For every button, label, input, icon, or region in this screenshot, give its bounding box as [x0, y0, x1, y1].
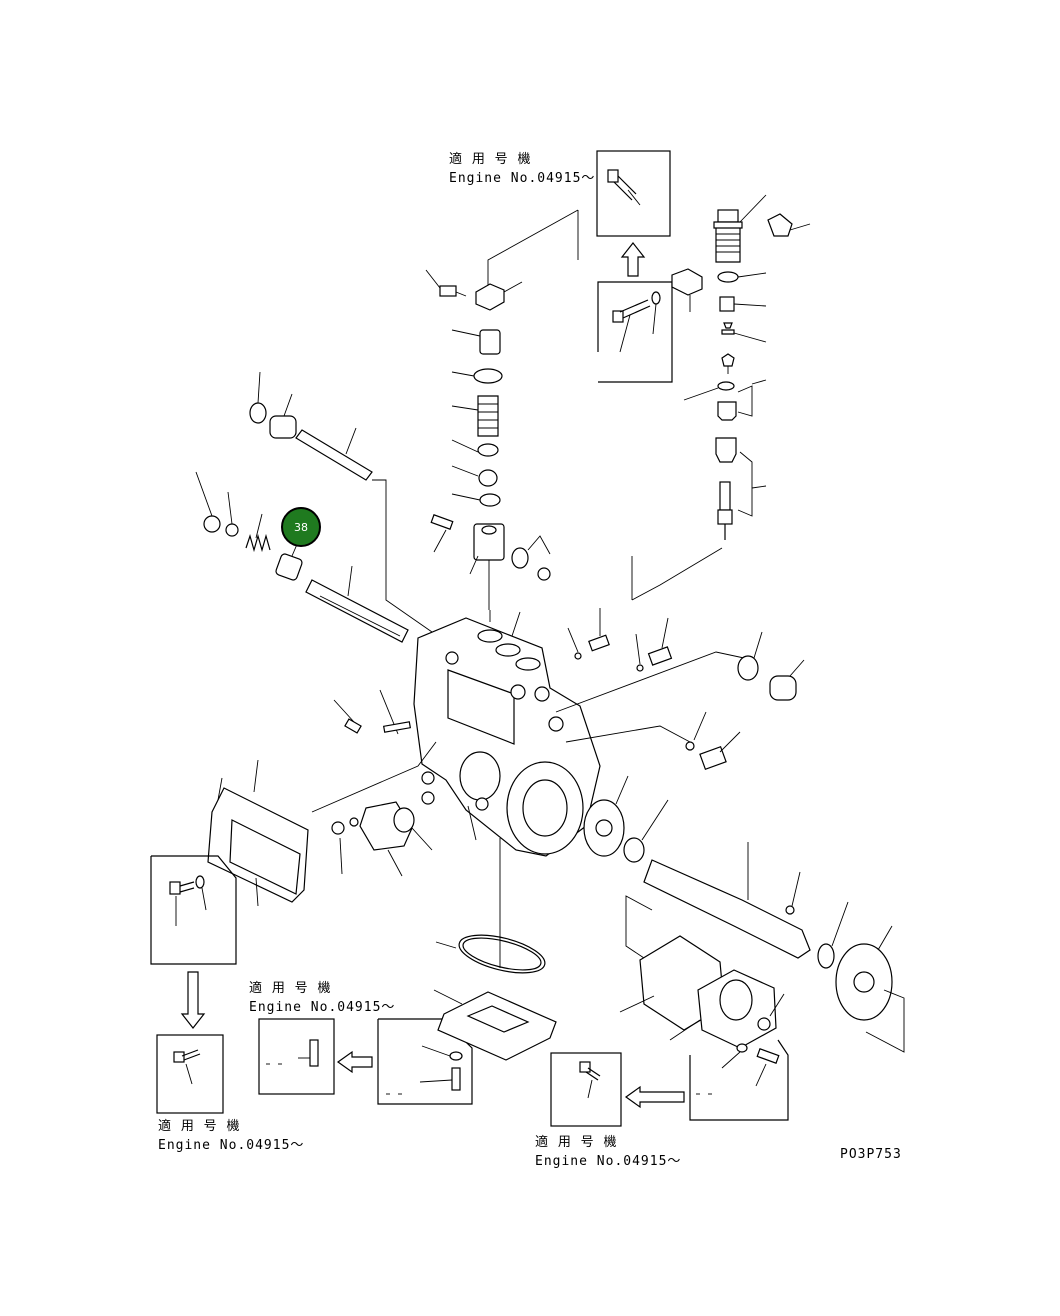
detail-box-left [150, 855, 237, 965]
detail-box-bottom-left [156, 1034, 224, 1114]
drive-parts [583, 775, 905, 1053]
note-left-middle-line1: 適 用 号 機 [249, 980, 331, 996]
detail-box-middle-bolt [597, 281, 673, 383]
rack-rod [305, 565, 409, 643]
delivery-valve-stack [631, 194, 811, 601]
drawing-code: PO3P753 [840, 1147, 902, 1162]
note-bottom-center-line2: Engine No.04915～ [535, 1154, 681, 1169]
applicability-note-top: 適 用 号 機 Engine No.04915～ [449, 151, 595, 186]
base-plate [433, 934, 557, 1061]
note-bottom-left-line2: Engine No.04915～ [158, 1138, 304, 1153]
part-38-sleeve [275, 541, 303, 581]
arrow-up-icon [620, 242, 646, 277]
governor-stack [425, 209, 579, 610]
pump-housing [413, 610, 601, 968]
note-top-line1: 適 用 号 機 [449, 151, 531, 167]
applicability-note-bottom-center: 適 用 号 機 Engine No.04915～ [535, 1134, 681, 1169]
detail-box-center-left [258, 1018, 335, 1095]
right-plugs [333, 608, 805, 771]
callout-38-circle [281, 507, 321, 547]
detail-box-center [377, 1018, 473, 1105]
applicability-note-bottom-left: 適 用 号 機 Engine No.04915～ [158, 1118, 304, 1153]
arrow-left-icon-2 [624, 1085, 685, 1109]
note-bottom-center-line1: 適 用 号 機 [535, 1134, 617, 1150]
note-left-middle-line2: Engine No.04915～ [249, 1000, 395, 1015]
callout-38[interactable]: 38 [281, 507, 321, 547]
applicability-note-left-middle: 適 用 号 機 Engine No.04915～ [249, 980, 395, 1015]
arrow-down-icon [180, 971, 206, 1029]
detail-box-bottom-right [689, 1039, 789, 1121]
detail-box-top-bolt [596, 150, 671, 237]
callout-38-label: 38 [294, 521, 308, 534]
arrow-left-icon [336, 1050, 373, 1074]
control-rod-assembly [195, 371, 433, 633]
note-bottom-left-line1: 適 用 号 機 [158, 1118, 240, 1134]
note-top-line2: Engine No.04915～ [449, 171, 595, 186]
detail-box-bottom-center [550, 1052, 622, 1127]
